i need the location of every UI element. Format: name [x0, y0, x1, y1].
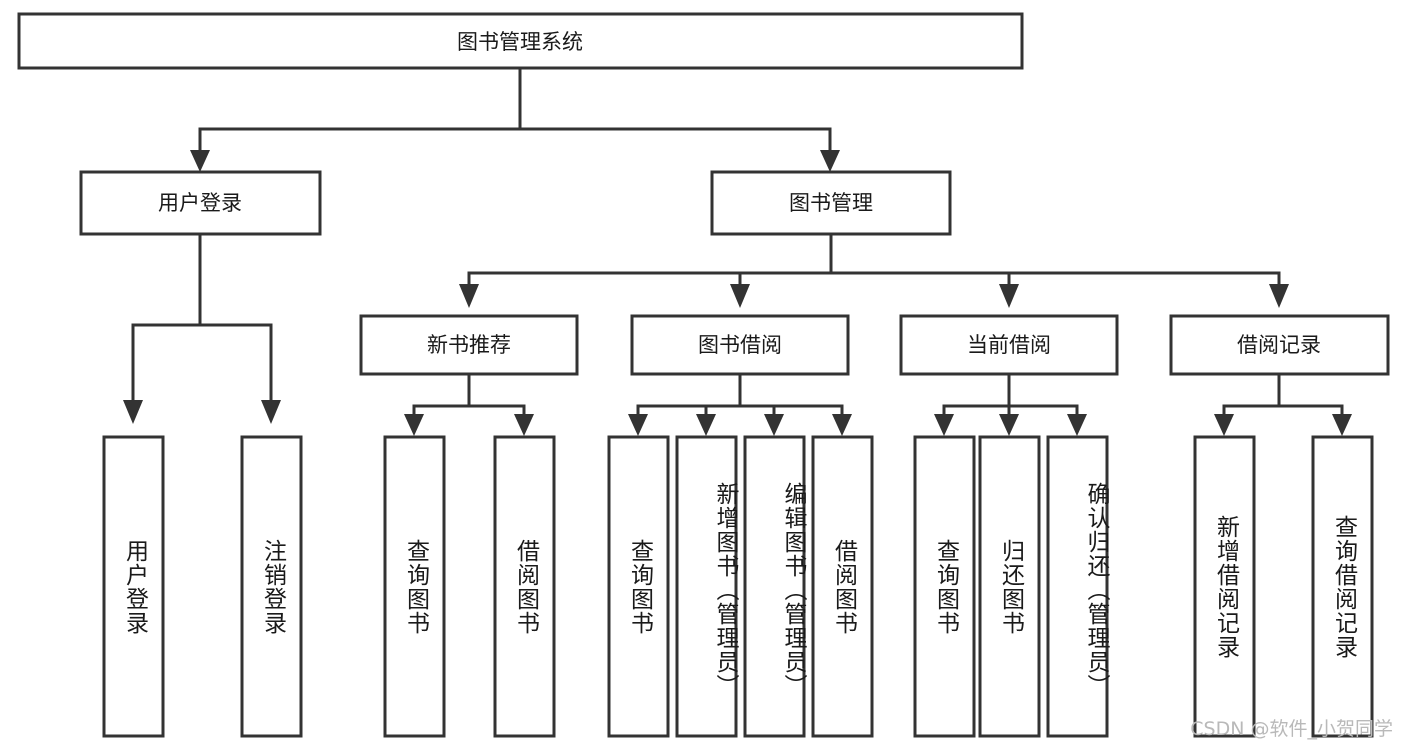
node-book-management[interactable]: 图书管理 [710, 170, 952, 236]
node-new-book-recommend[interactable]: 新书推荐 [359, 314, 579, 376]
edge-borrow-record-to-leaves [1214, 372, 1352, 436]
leaf-box-borrow-record-0[interactable] [1193, 435, 1256, 738]
leaf-box-current-borrow-2[interactable] [1046, 435, 1109, 738]
leaf-box-book-borrow-3[interactable] [811, 435, 874, 738]
node-user-login[interactable]: 用户登录 [79, 170, 322, 236]
leaf-box-user-login-0[interactable] [102, 435, 165, 738]
edge-book-borrow-to-leaves [628, 372, 852, 436]
leaf-box-current-borrow-0[interactable] [913, 435, 976, 738]
node-current-borrow[interactable]: 当前借阅 [899, 314, 1119, 376]
edge-book-management-to-level3 [459, 232, 1289, 308]
node-new-book-recommend-label: 新书推荐 [427, 333, 511, 357]
leaf-box-borrow-record-1[interactable] [1311, 435, 1374, 738]
leaf-box-new-book-1[interactable] [493, 435, 556, 738]
edge-root-to-level2 [190, 66, 840, 172]
leaf-box-book-borrow-1[interactable] [675, 435, 738, 738]
node-book-borrow-label: 图书借阅 [698, 333, 782, 357]
node-root[interactable]: 图书管理系统 [17, 12, 1024, 70]
edge-user-login-to-leaves [123, 232, 281, 424]
node-borrow-record-label: 借阅记录 [1237, 333, 1321, 357]
edge-new-book-recommend-to-leaves [404, 372, 534, 436]
node-borrow-record[interactable]: 借阅记录 [1169, 314, 1390, 376]
node-current-borrow-label: 当前借阅 [967, 333, 1051, 357]
leaf-box-new-book-0[interactable] [383, 435, 446, 738]
edge-current-borrow-to-leaves [934, 372, 1087, 436]
leaf-box-current-borrow-1[interactable] [978, 435, 1041, 738]
leaf-box-user-login-1[interactable] [240, 435, 303, 738]
leaf-box-book-borrow-0[interactable] [607, 435, 670, 738]
node-root-label: 图书管理系统 [457, 30, 583, 54]
node-user-login-label: 用户登录 [158, 191, 242, 215]
watermark: CSDN @软件_小贺同学 [1190, 718, 1393, 740]
node-book-borrow[interactable]: 图书借阅 [630, 314, 850, 376]
leaf-box-book-borrow-2[interactable] [743, 435, 806, 738]
node-book-management-label: 图书管理 [789, 191, 873, 215]
